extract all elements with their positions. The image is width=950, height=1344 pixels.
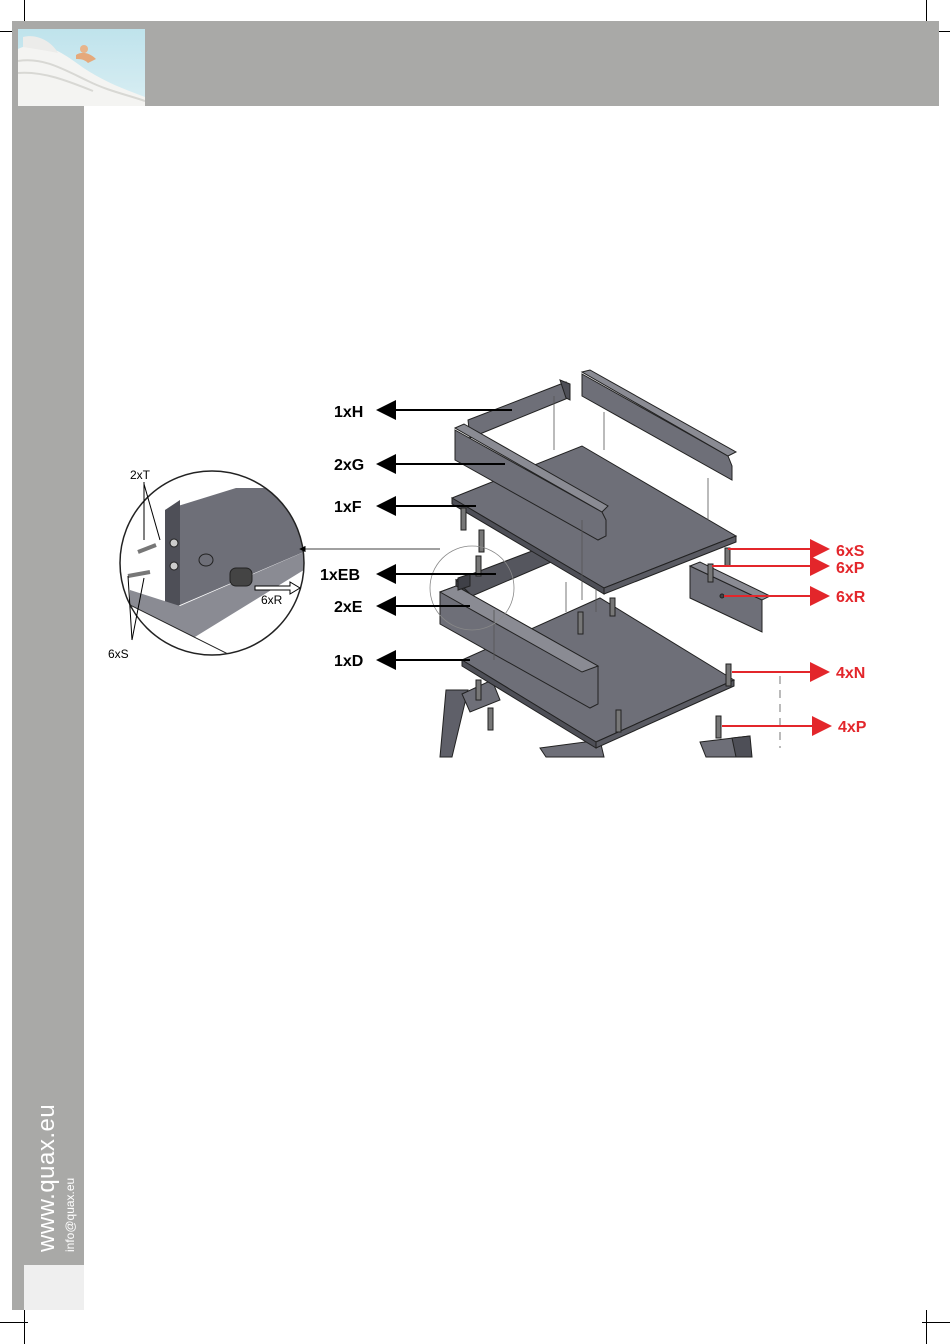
label-4xp: 4xP	[838, 719, 867, 736]
label-6xp: 6xP	[836, 560, 865, 577]
detail-inset	[110, 470, 440, 660]
label-2xg: 2xG	[334, 457, 364, 474]
label-1xd: 1xD	[334, 653, 363, 670]
detail-label-6xs: 6xS	[108, 647, 129, 661]
label-6xr: 6xR	[836, 589, 866, 606]
label-2xe: 2xE	[334, 599, 363, 616]
detail-label-6xr: 6xR	[261, 593, 283, 607]
label-1xf: 1xF	[334, 499, 362, 516]
label-1xeb: 1xEB	[320, 567, 360, 584]
right-labels: 6xS 6xP 6xR 4xN 4xP	[712, 543, 867, 736]
label-4xn: 4xN	[836, 665, 865, 682]
label-6xs: 6xS	[836, 543, 865, 560]
label-1xh: 1xH	[334, 404, 363, 421]
detail-label-2xt: 2xT	[130, 468, 151, 482]
